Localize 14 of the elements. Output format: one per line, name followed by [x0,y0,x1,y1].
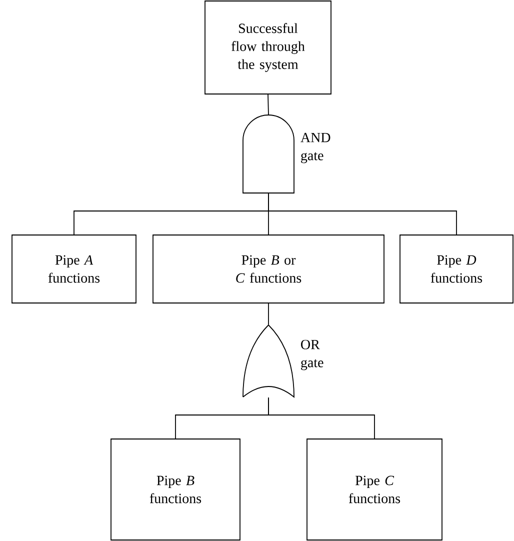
event-box: Successful flow through the system [204,0,332,94]
or-gate [242,324,294,398]
event-box: Pipe B functions [110,438,240,540]
event-box: Pipe C functions [306,438,442,540]
connector-line [268,94,269,115]
event-box: Pipe D functions [400,234,514,304]
and-gate [242,114,294,194]
connector-line [268,303,269,325]
connector-line [268,397,375,439]
connector-line [268,193,457,235]
event-box: Pipe A functions [12,234,136,304]
gate-label: AND gate [300,132,330,164]
event-box: Pipe B or C functions [152,234,384,304]
gate-label: OR gate [301,340,324,370]
